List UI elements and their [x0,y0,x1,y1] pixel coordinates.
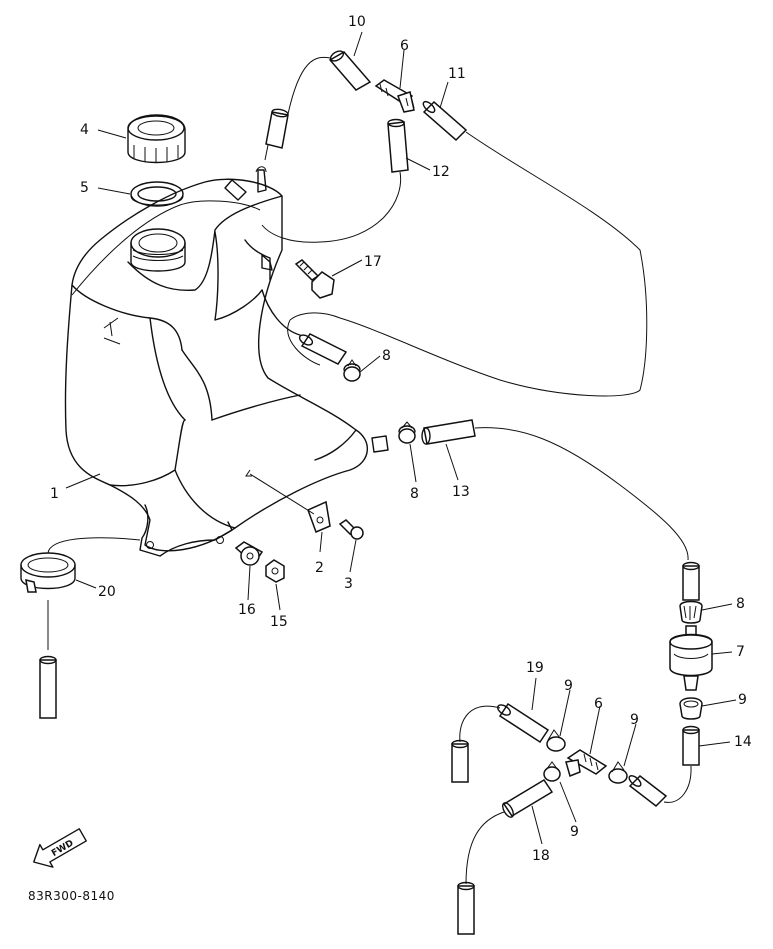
callout-9-upper: 9 [564,678,573,694]
callout-18: 18 [532,848,550,864]
fuel-filter-7 [669,625,713,691]
clamp-9-filter [679,697,703,720]
callout-13: 13 [452,484,470,500]
hose-14 [682,725,700,766]
clamp-8-filter [679,600,703,624]
fwd-label: FWD [50,838,75,858]
hose-upper-left [265,108,289,149]
hose-bottom [457,881,475,935]
callout-12: 12 [432,164,450,180]
callout-9-right: 9 [630,712,639,728]
hose-right-bottom [628,775,668,807]
callout-9-lower: 9 [570,824,579,840]
hose-13 [421,419,476,445]
hose-left-bottom [451,739,469,783]
callout-14: 14 [734,734,752,750]
callout-17: 17 [364,254,382,270]
callout-8-filter: 8 [736,596,745,612]
nut-15 [265,559,285,583]
hose-11 [422,100,468,142]
callout-19: 19 [526,660,544,676]
callout-10: 10 [348,14,366,30]
hose-19 [497,702,550,744]
callouts: 1 2 3 4 5 6 6 7 8 8 8 9 9 9 9 10 11 12 1… [50,14,752,864]
hose-drain [39,655,57,719]
cap-gasket [130,181,184,207]
callout-3: 3 [344,576,353,592]
fuel-cap [127,114,186,164]
hose-10 [328,50,372,91]
hose-12 [387,118,409,173]
callout-8-mid: 8 [382,348,391,364]
clamp-9-lower [543,761,561,782]
callout-20: 20 [98,584,116,600]
fuel-tank [64,166,389,557]
callout-2: 2 [315,560,324,576]
callout-6-top: 6 [400,38,409,54]
callout-15: 15 [270,614,288,630]
callout-1: 1 [50,486,59,502]
callout-5: 5 [80,180,89,196]
clamp-8-outlet [398,421,416,444]
callout-6-bottom: 6 [594,696,603,712]
callout-9-filter: 9 [738,692,747,708]
clamp-8-mid [343,359,361,382]
hose-18 [502,778,554,818]
band-20 [20,552,76,593]
callout-7: 7 [736,644,745,660]
fwd-arrow-icon: FWD [33,828,87,868]
grommet-16 [234,541,264,566]
callout-11: 11 [448,66,466,82]
leader-lines [65,31,737,845]
bracket-2 [307,500,331,534]
callout-8-outlet: 8 [410,486,419,502]
tee-joint-6-top [374,79,415,113]
drawing-code: 83R300-8140 [28,889,115,903]
tee-joint-6-bottom [565,749,608,778]
callout-16: 16 [238,602,256,618]
clamp-9-upper [546,729,566,752]
callout-4: 4 [80,122,89,138]
screw-3 [338,519,364,540]
hose-mid [298,333,348,365]
hose-filter-top [682,561,700,601]
bolt-17 [294,259,335,299]
clamp-9-right [608,761,628,784]
